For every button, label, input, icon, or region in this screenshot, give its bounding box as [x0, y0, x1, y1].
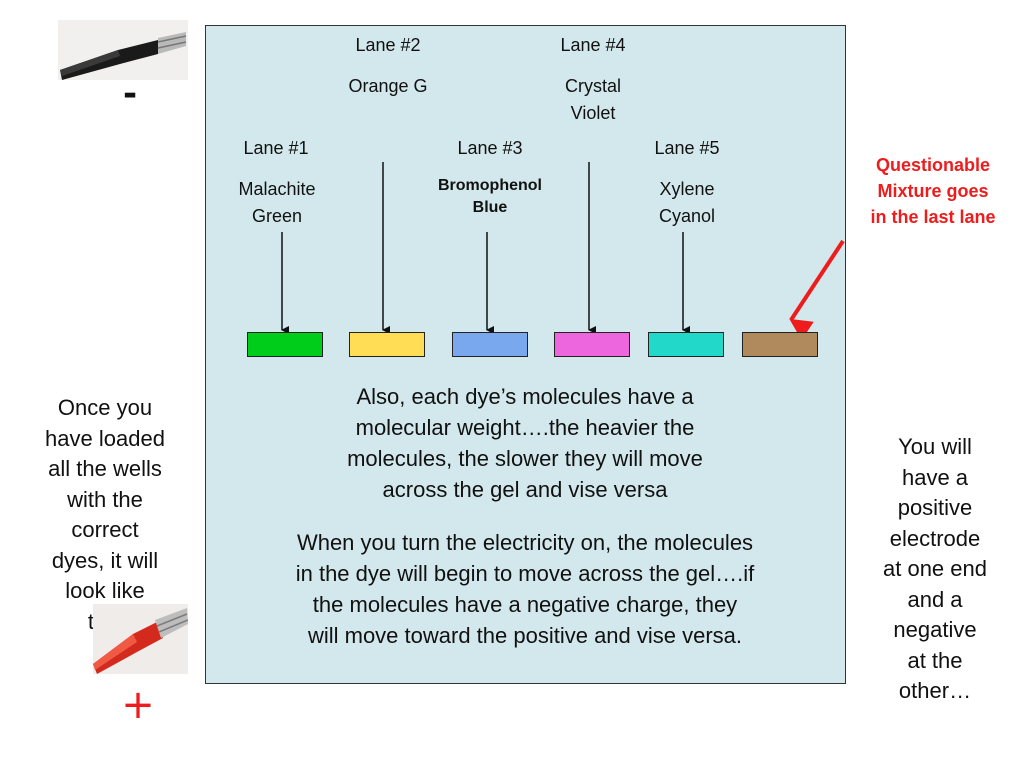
lane-3-title: Lane #3	[457, 138, 523, 158]
lane-2-title: Lane #2	[355, 35, 421, 55]
well-lane-6-mixture	[742, 332, 818, 357]
black-electrode-clip-icon	[58, 20, 188, 80]
lane-1-title: Lane #1	[243, 138, 309, 158]
lane-2-dye: Orange G	[348, 76, 428, 96]
lane-5-title: Lane #5	[654, 138, 720, 158]
well-lane-1	[247, 332, 323, 357]
well-lane-4	[554, 332, 630, 357]
lane-4-title: Lane #4	[560, 35, 626, 55]
well-lane-2	[349, 332, 425, 357]
electric-charge-paragraph: When you turn the electricity on, the mo…	[295, 530, 755, 648]
well-lane-5	[648, 332, 724, 357]
red-electrode-clip-icon	[93, 604, 189, 674]
well-lane-3	[452, 332, 528, 357]
positive-sign: +	[121, 682, 155, 728]
negative-sign: -	[122, 74, 138, 114]
